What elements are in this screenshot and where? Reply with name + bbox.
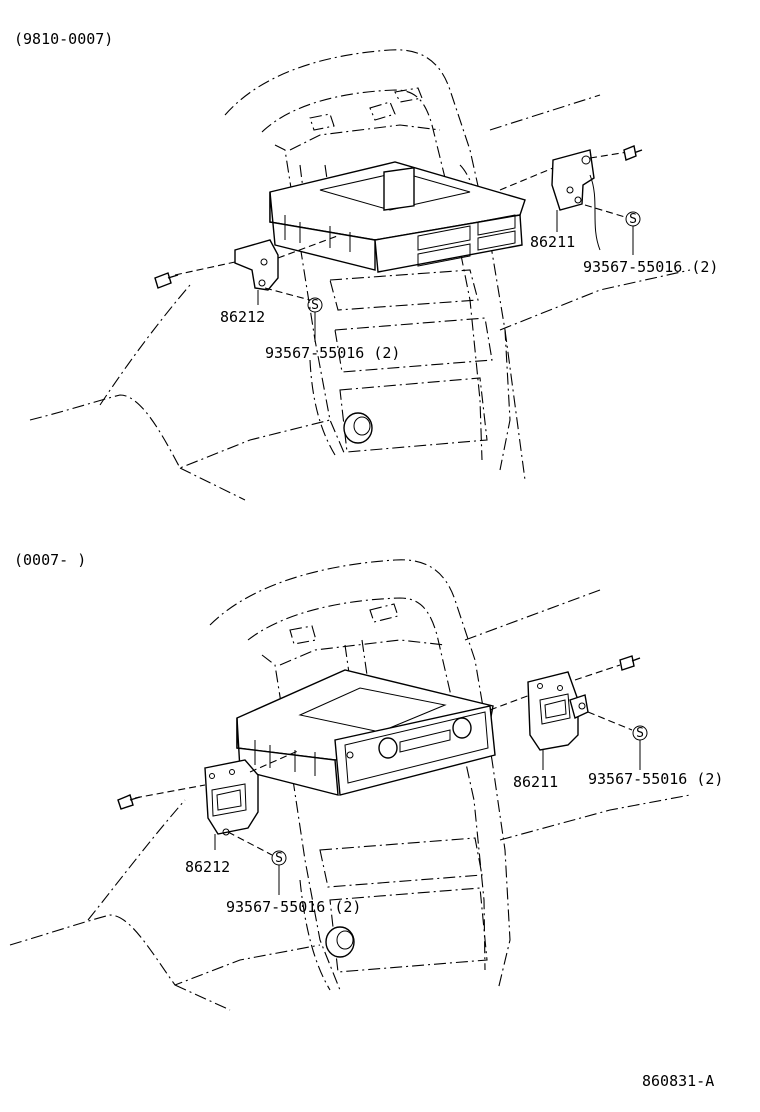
bottom-left-bracket-label: 86212 (185, 858, 230, 876)
bottom-left-bracket: S (117, 749, 301, 895)
bottom-right-screw-label: 93567-55016 (2) (588, 770, 723, 788)
bottom-view: (0007- ) (9, 551, 723, 1011)
top-radio-unit (269, 161, 526, 273)
top-dashboard-outline (29, 49, 691, 501)
bottom-right-screw-symbol: S (636, 726, 644, 741)
bottom-left-screw-label: 93567-55016 (2) (226, 898, 361, 916)
top-view: (9810-0007) (14, 30, 718, 501)
bottom-left-screw-symbol: S (275, 851, 283, 866)
top-left-screw-label: 93567-55016 (2) (265, 344, 400, 362)
top-right-bracket-label: 86211 (530, 233, 575, 251)
bottom-radio-unit (236, 669, 496, 796)
bottom-period-label: (0007- ) (14, 551, 86, 569)
top-left-bracket: S (154, 234, 341, 342)
top-right-bracket: S (499, 145, 643, 255)
top-right-screw-symbol: S (629, 212, 637, 227)
top-left-screw-symbol: S (311, 298, 319, 313)
top-right-screw-label: 93567-55016 (2) (583, 258, 718, 276)
bottom-knob (325, 926, 355, 958)
bottom-right-bracket: S (489, 655, 648, 770)
top-knob (343, 412, 373, 444)
top-left-bracket-label: 86212 (220, 308, 265, 326)
illustration-id: 860831-A (642, 1072, 714, 1090)
bottom-right-bracket-label: 86211 (513, 773, 558, 791)
top-period-label: (9810-0007) (14, 30, 113, 48)
